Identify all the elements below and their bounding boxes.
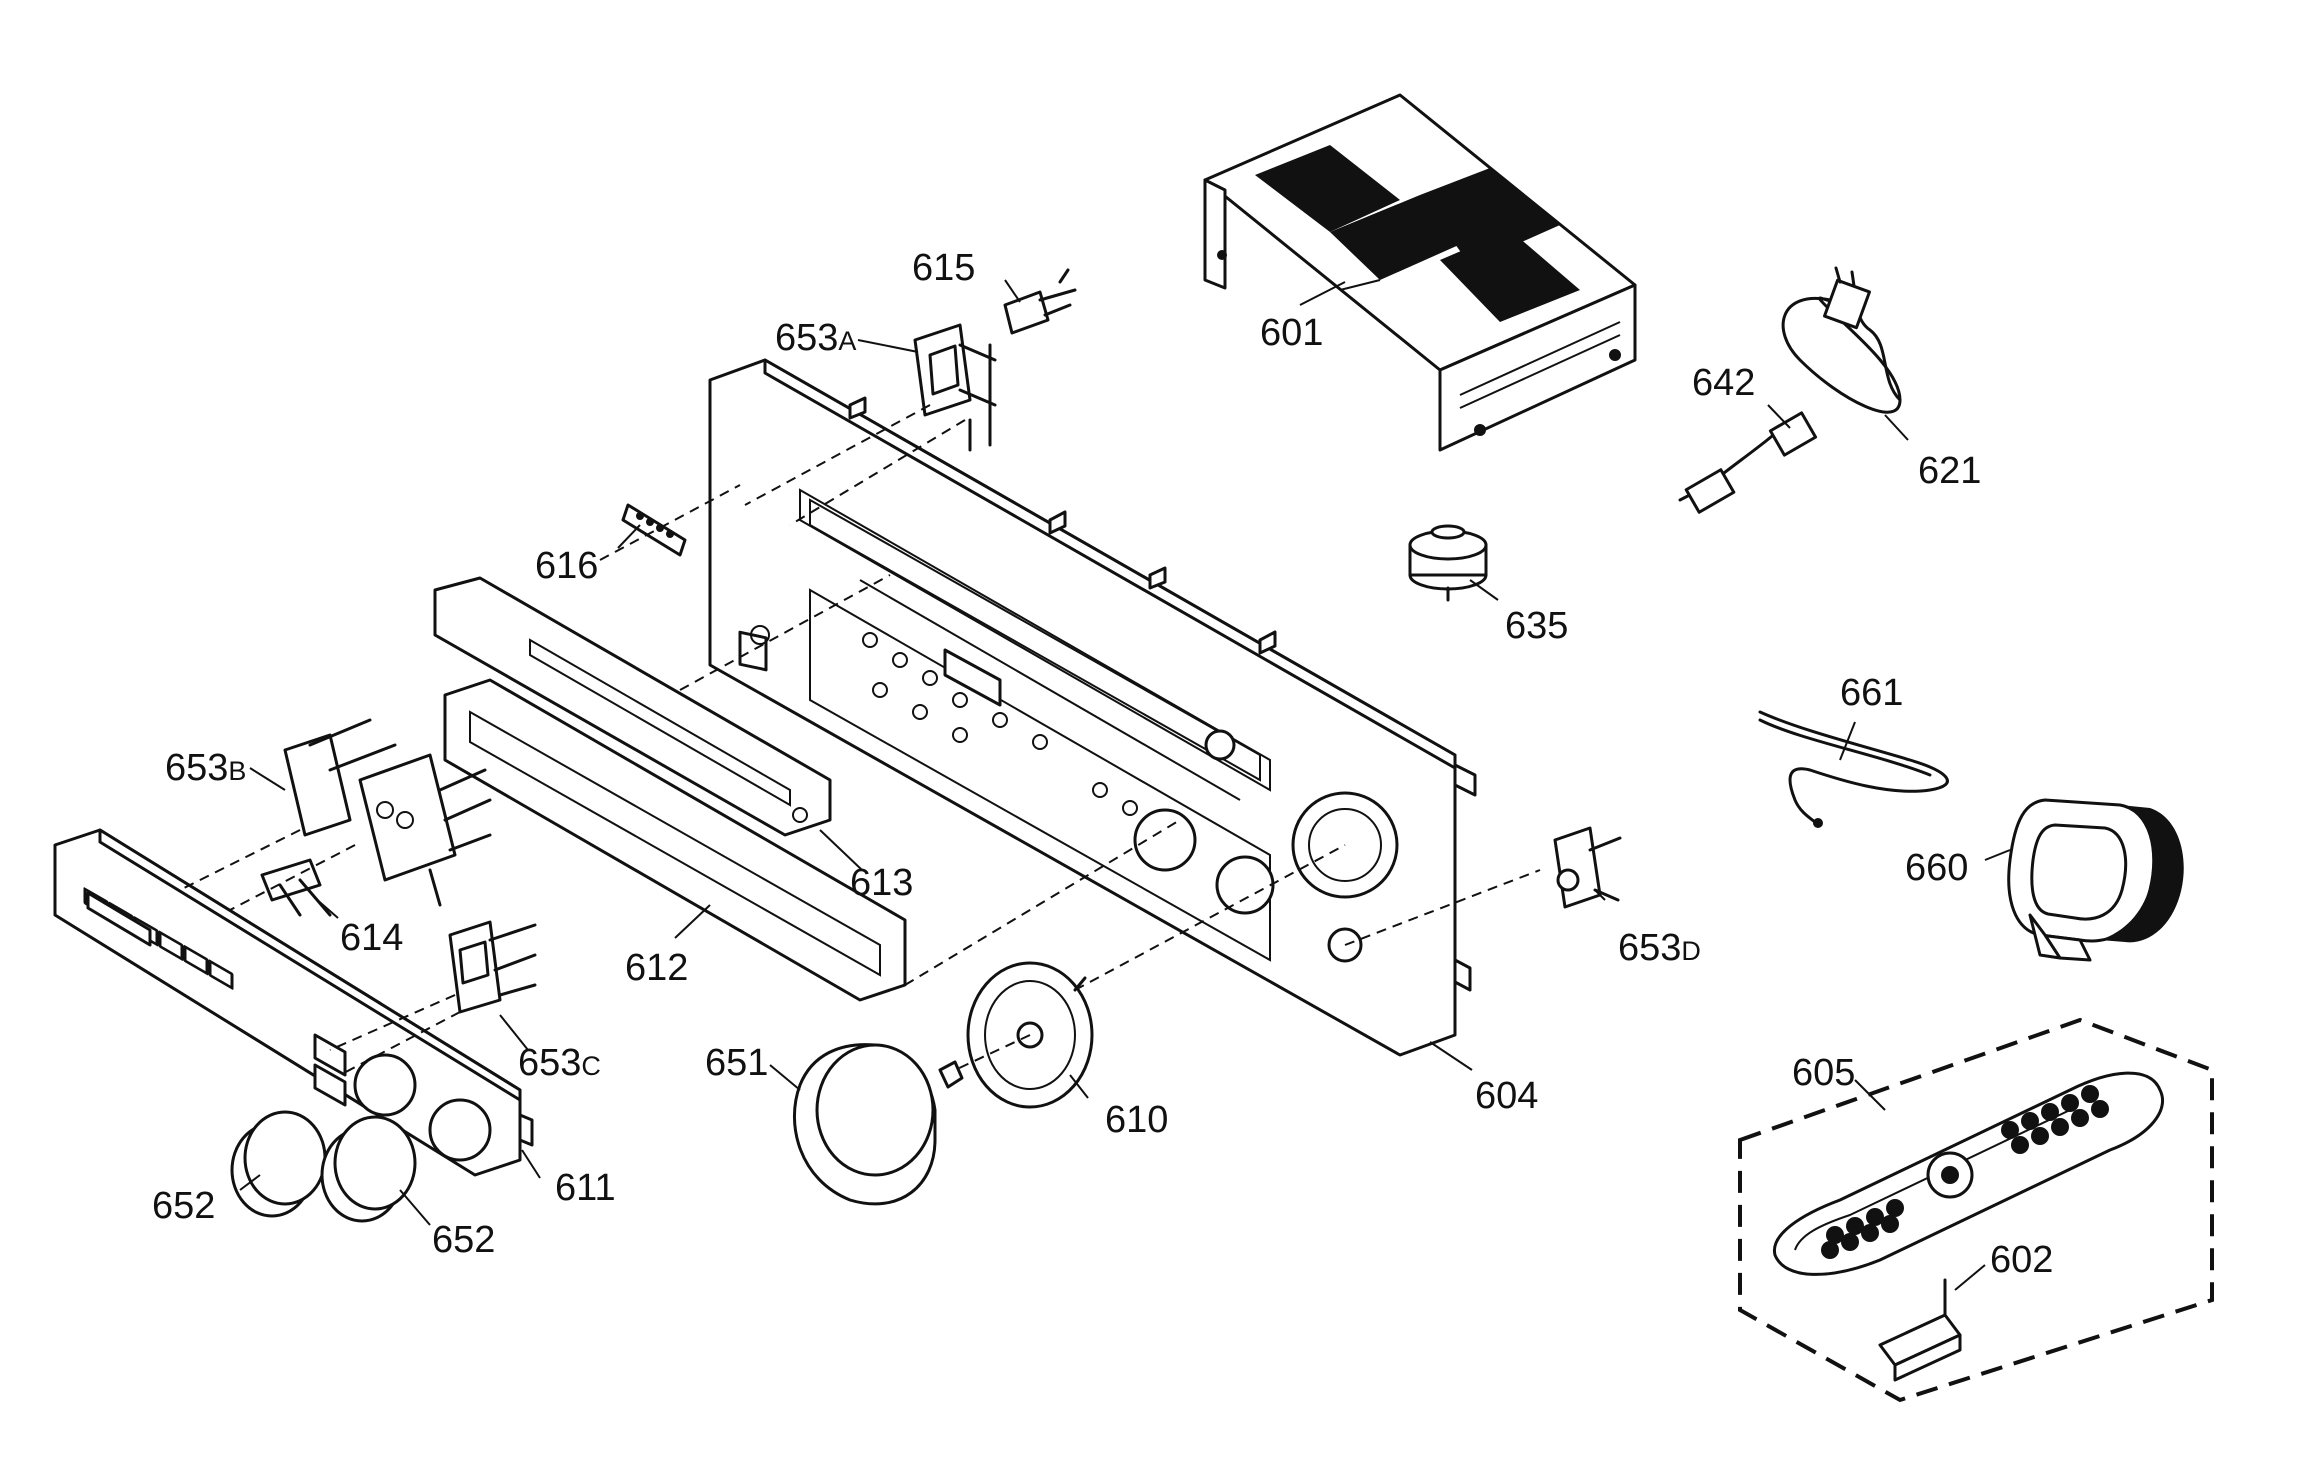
part-601-top-cover (1203, 93, 1637, 452)
part-616-led-strip (621, 503, 687, 557)
label-602: 602 (1990, 1239, 2053, 1281)
label-653c: 653C (518, 1042, 601, 1084)
label-653a: 653A (775, 317, 856, 359)
label-615: 615 (912, 247, 975, 289)
part-652-small-knob-left (230, 1110, 327, 1218)
part-653d-switch-bracket (1553, 826, 1622, 909)
part-602-battery-cover (1878, 1278, 1962, 1382)
label-642: 642 (1692, 362, 1755, 404)
part-651-volume-knob (792, 1043, 937, 1206)
part-653a-switch-bracket (913, 323, 997, 452)
label-653d: 653D (1618, 927, 1701, 969)
part-661-antenna-wire (1758, 710, 1949, 828)
assembly-guide-lines (179, 404, 1541, 1076)
part-621-power-cord (1678, 266, 1902, 514)
label-605: 605 (1792, 1052, 1855, 1094)
part-615-connector (1003, 268, 1077, 335)
label-611: 611 (555, 1167, 616, 1209)
label-614: 614 (340, 917, 403, 959)
label-604: 604 (1475, 1075, 1538, 1117)
label-651: 651 (705, 1042, 768, 1084)
part-613-display-strip (433, 576, 832, 837)
part-605-remote-control (1738, 1017, 2214, 1403)
part-652-small-knob-right (320, 1115, 417, 1223)
label-601: 601 (1260, 312, 1323, 354)
label-610: 610 (1105, 1099, 1168, 1141)
part-653c-switch-bracket (448, 920, 537, 1014)
part-labels: 601 615 653A 616 642 621 635 661 660 653… (152, 247, 2053, 1281)
label-661: 661 (1840, 672, 1903, 714)
part-635-spool (1408, 524, 1488, 602)
part-653b-switch-bracket (283, 718, 492, 907)
label-613: 613 (850, 862, 913, 904)
part-604-front-chassis (708, 358, 1477, 1057)
label-612: 612 (625, 947, 688, 989)
leader-lines (239, 279, 2011, 1291)
part-611-sub-panel (53, 828, 534, 1177)
label-616: 616 (535, 545, 598, 587)
label-653b: 653B (165, 747, 246, 789)
label-652-right: 652 (432, 1219, 495, 1261)
label-652-left: 652 (152, 1185, 215, 1227)
part-660-loop-antenna (2007, 798, 2184, 962)
label-621: 621 (1918, 450, 1981, 492)
label-660: 660 (1905, 847, 1968, 889)
label-635: 635 (1505, 605, 1568, 647)
part-610-knob-holder (938, 961, 1094, 1109)
